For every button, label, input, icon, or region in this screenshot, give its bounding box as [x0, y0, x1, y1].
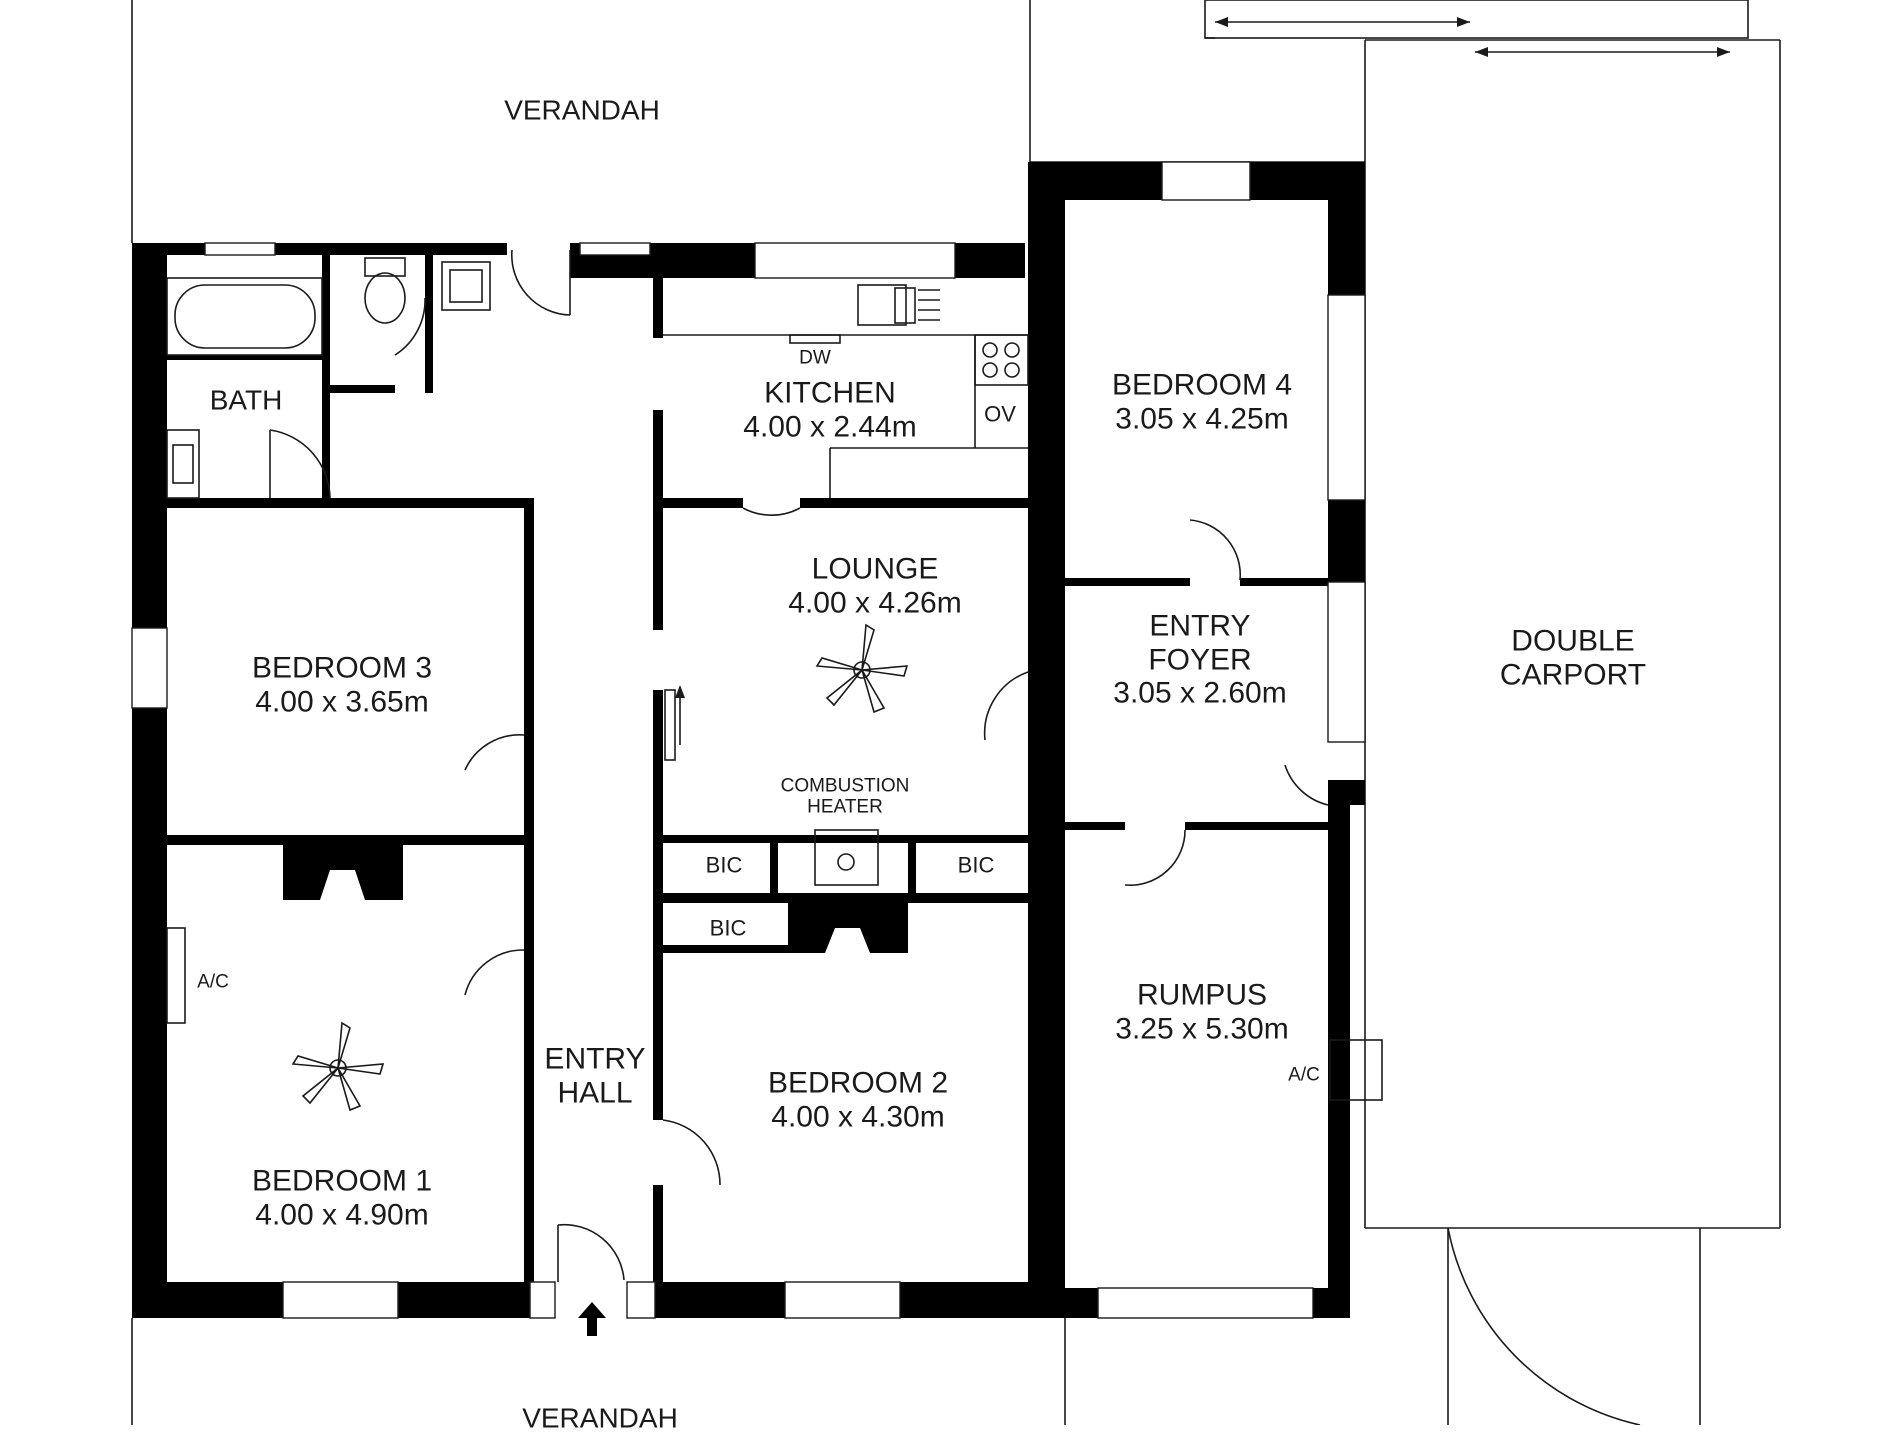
double-carport-label: DOUBLE CARPORT	[1500, 624, 1646, 691]
bedroom3-name: BEDROOM 3	[251, 651, 433, 685]
doors	[269, 249, 1329, 1282]
ceiling-fan-icon	[291, 1021, 385, 1112]
kitchen-ov-label: OV	[984, 401, 1016, 427]
kitchen-size: 4.00 x 2.44m	[743, 410, 917, 443]
bedroom1-label: BEDROOM 1 4.00 x 4.90m	[252, 1164, 432, 1231]
bedroom3-size: 4.00 x 3.65m	[255, 685, 429, 718]
bedroom2-name: BEDROOM 2	[767, 1066, 949, 1100]
verandah-top-label: VERANDAH	[504, 94, 660, 126]
ceiling-fan-icon	[815, 623, 909, 714]
windows	[131, 161, 1366, 1319]
double-carport-line2: CARPORT	[1499, 658, 1647, 691]
rumpus-size: 3.25 x 5.30m	[1115, 1012, 1289, 1045]
entry-foyer-line2: FOYER	[1148, 643, 1252, 677]
bic-left-label: BIC	[705, 852, 743, 878]
verandah-bottom-label: VERANDAH	[522, 1402, 678, 1434]
rumpus-label: RUMPUS 3.25 x 5.30m	[1115, 978, 1288, 1045]
bedroom2-label: BEDROOM 2 4.00 x 4.30m	[768, 1066, 948, 1133]
bedroom4-label: BEDROOM 4 3.05 x 4.25m	[1112, 368, 1292, 435]
bic-right-label: BIC	[957, 852, 995, 878]
combustion-heater-icon	[814, 829, 879, 886]
rumpus-name: RUMPUS	[1136, 978, 1267, 1012]
ac-unit-bedroom1	[166, 927, 186, 1024]
cooktop-icon	[974, 334, 1029, 386]
sink-icon	[166, 261, 491, 499]
entry-foyer-size: 3.05 x 2.60m	[1113, 676, 1287, 710]
lounge-size: 4.00 x 4.26m	[788, 586, 962, 619]
entry-hall-label: ENTRY HALL	[544, 1042, 645, 1109]
bedroom4-name: BEDROOM 4	[1111, 368, 1293, 402]
entry-hall-line2: HALL	[557, 1076, 633, 1109]
wood-stack	[664, 685, 685, 761]
kitchen-dw-label: DW	[799, 347, 831, 369]
bedroom4-size: 3.05 x 4.25m	[1115, 402, 1289, 435]
ac-rumpus-label: A/C	[1288, 1064, 1320, 1086]
ac-bedroom1-label: A/C	[197, 971, 229, 993]
lounge-name: LOUNGE	[811, 552, 939, 586]
entry-hall-line1: ENTRY	[544, 1042, 646, 1076]
kitchen-label: KITCHEN 4.00 x 2.44m	[743, 376, 916, 443]
bic-bedroom2-label: BIC	[709, 915, 747, 941]
bedroom2-size: 4.00 x 4.30m	[771, 1100, 945, 1133]
bedroom1-size: 4.00 x 4.90m	[255, 1198, 429, 1231]
bedroom1-name: BEDROOM 1	[251, 1164, 433, 1198]
sliding-gate	[1204, 0, 1749, 57]
combustion-heater-label: COMBUSTION HEATER	[781, 776, 910, 819]
ac-unit-rumpus	[1329, 1039, 1383, 1101]
kitchen-name: KITCHEN	[764, 376, 896, 410]
entry-foyer-line1: ENTRY	[1149, 609, 1251, 643]
lounge-label: LOUNGE 4.00 x 4.26m	[788, 552, 961, 619]
toilet-icon	[364, 257, 406, 324]
bathtub-icon	[166, 277, 323, 356]
double-carport-line1: DOUBLE	[1511, 624, 1635, 658]
bedroom3-label: BEDROOM 3 4.00 x 3.65m	[252, 651, 432, 718]
entry-foyer-label: ENTRY FOYER 3.05 x 2.60m	[1113, 610, 1286, 711]
entry-arrow-icon	[578, 1302, 606, 1336]
combustion-heater-line2: HEATER	[807, 797, 883, 818]
combustion-heater-line1: COMBUSTION	[780, 775, 910, 797]
bath-label: BATH	[209, 384, 283, 416]
